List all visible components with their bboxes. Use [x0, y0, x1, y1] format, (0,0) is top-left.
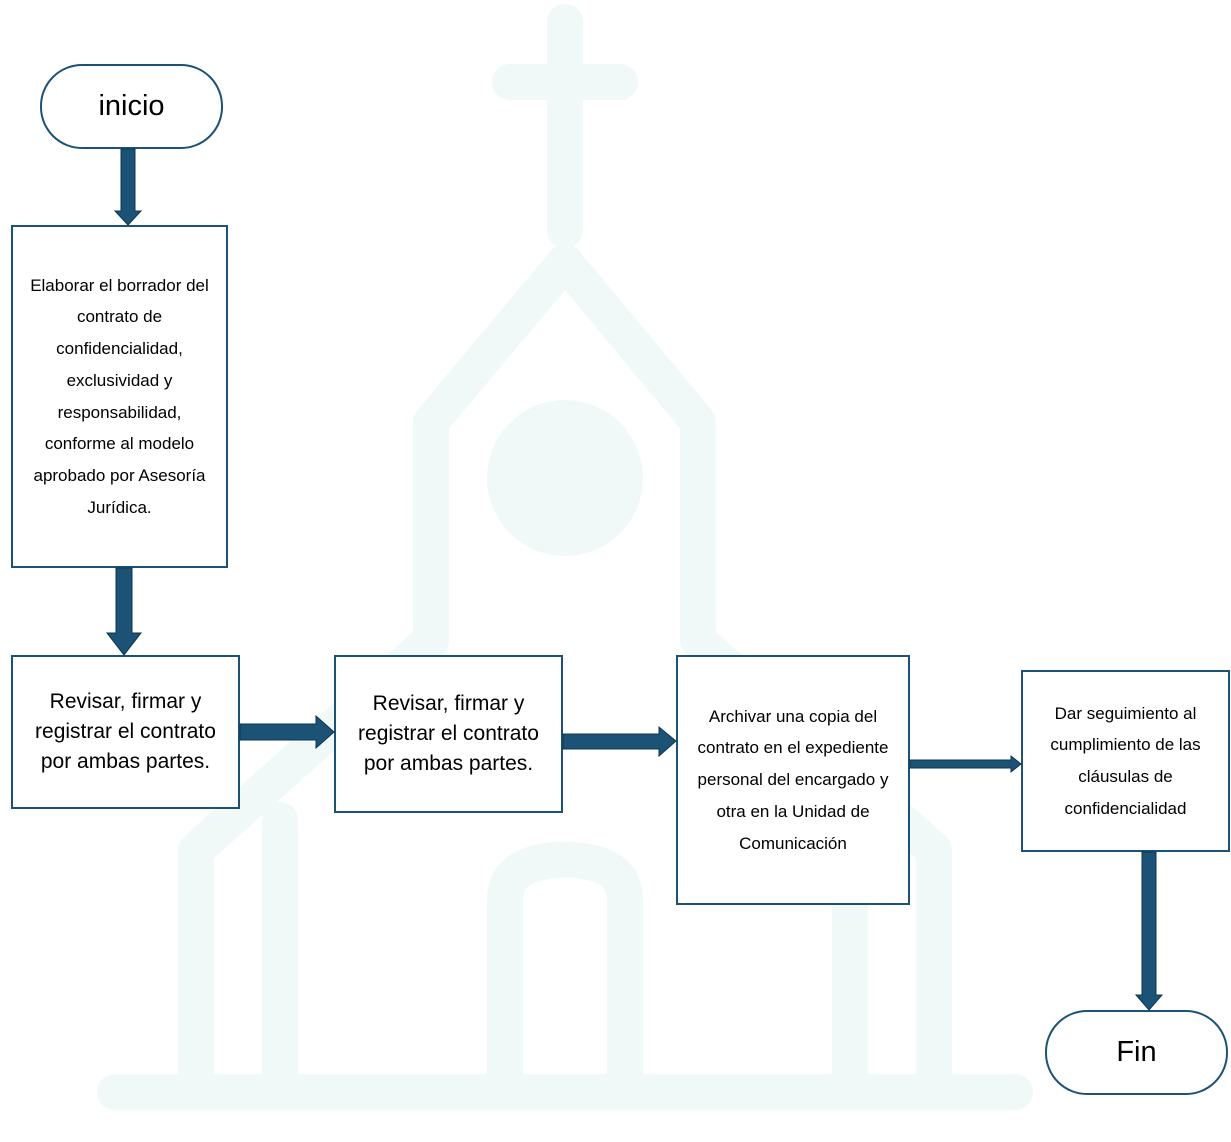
step-review-sign-1-label: Revisar, firmar y registrar el contrato …	[35, 690, 216, 773]
start-node: inicio	[40, 64, 223, 149]
arrow-draft-to-review1	[105, 567, 143, 656]
arrow-archive-to-followup	[909, 754, 1022, 774]
step-archive-copy-label: Archivar una copia del contrato en el ex…	[697, 706, 889, 853]
step-archive-copy: Archivar una copia del contrato en el ex…	[676, 655, 910, 905]
arrow-review2-to-archive	[562, 725, 677, 758]
arrow-start-to-draft	[113, 148, 143, 226]
end-label: Fin	[1116, 1036, 1157, 1068]
end-node: Fin	[1045, 1010, 1228, 1095]
step-review-sign-2: Revisar, firmar y registrar el contrato …	[334, 655, 563, 813]
step-follow-up: Dar seguimiento al cumplimiento de las c…	[1021, 670, 1230, 852]
arrow-followup-to-end	[1134, 851, 1164, 1011]
arrow-review1-to-review2	[239, 714, 335, 750]
start-label: inicio	[98, 90, 165, 122]
step-draft-contract-label: Elaborar el borrador del contrato de con…	[30, 275, 209, 517]
step-follow-up-label: Dar seguimiento al cumplimiento de las c…	[1050, 703, 1201, 818]
step-draft-contract: Elaborar el borrador del contrato de con…	[11, 225, 228, 568]
step-review-sign-2-label: Revisar, firmar y registrar el contrato …	[358, 692, 539, 775]
step-review-sign-1: Revisar, firmar y registrar el contrato …	[11, 655, 240, 809]
